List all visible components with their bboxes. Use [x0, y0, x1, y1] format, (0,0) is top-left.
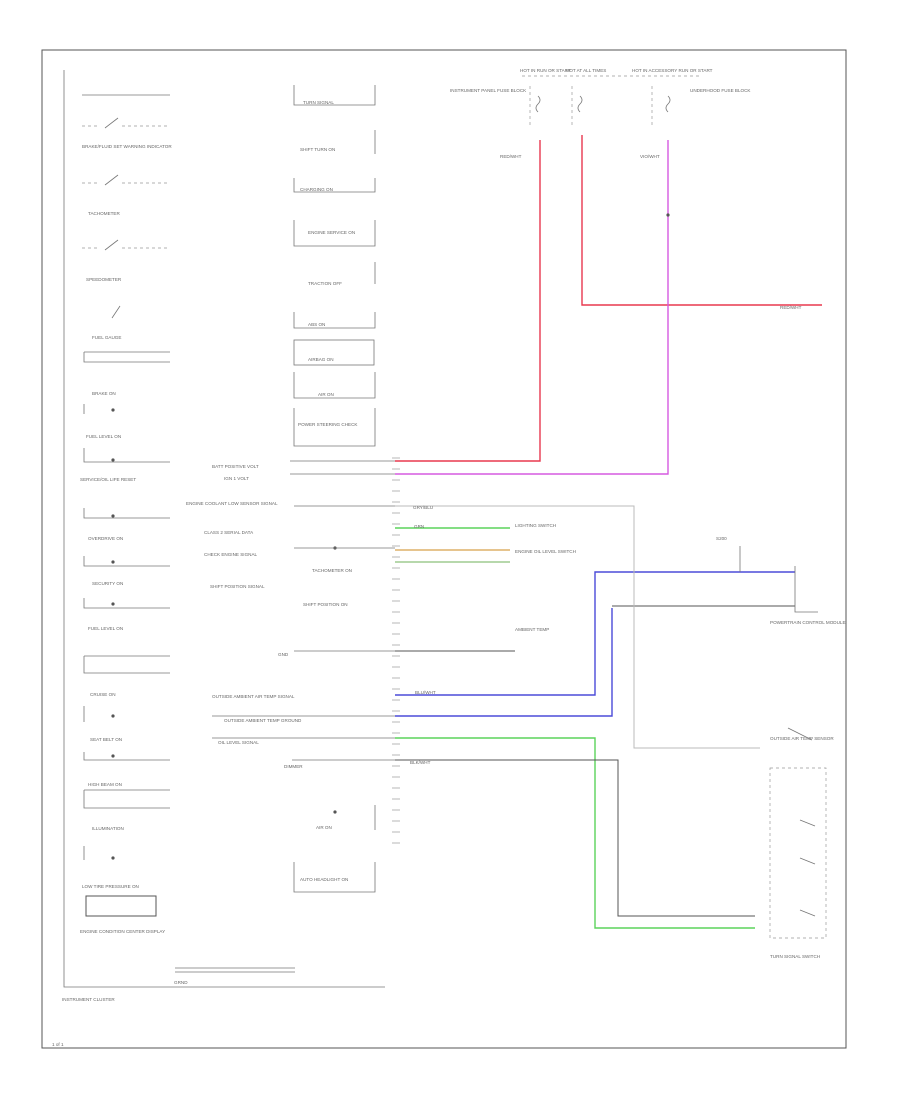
cluster-connector	[392, 457, 400, 844]
left-label-12: SEAT BELT ON	[90, 737, 122, 742]
center-label-4: ENGINE SERVICE ON	[308, 230, 355, 235]
wire-violet: VIO/WHT	[395, 140, 669, 475]
wire-gray: GRY/BLU	[395, 505, 760, 749]
left-label-7: SERVICE/OIL LIFE RESET	[80, 477, 136, 482]
left-label-6: FUEL LEVEL ON	[86, 434, 121, 439]
pin-label-7: GND	[278, 652, 289, 657]
cluster-title: INSTRUMENT CLUSTER	[62, 997, 115, 1002]
pin-label-8: OUTSIDE AMBIENT AIR TEMP SIGNAL	[212, 694, 295, 699]
center-label-8: AIR ON	[318, 392, 334, 397]
splice-label: S200	[716, 536, 727, 541]
pin-label-11: DIMMER	[284, 764, 303, 769]
fuse-right-title: HOT IN ACCESSORY RUN OR START	[632, 68, 713, 73]
cluster-outline	[63, 70, 385, 988]
left-label-10: FUEL LEVEL ON	[88, 626, 123, 631]
wire-red-label: RED/WHT	[500, 154, 522, 159]
center-label-6: ABS ON	[308, 322, 325, 327]
wire-red-label-2: RED/WHT	[780, 305, 802, 310]
center-label-13: AUTO HEADLIGHT ON	[300, 877, 348, 882]
fuse-right-name: UNDERHOOD FUSE BLOCK	[690, 88, 751, 93]
wire-red: RED/WHT RED/WHT	[395, 135, 822, 462]
ambient-label: AMBIENT TEMP	[515, 627, 549, 632]
pin-label-10: OIL LEVEL SIGNAL	[218, 740, 259, 745]
engine-oil-label: ENGINE OIL LEVEL SWITCH	[515, 549, 576, 554]
cluster-ground-label: GRND	[174, 980, 188, 985]
connector-right: POWERTRAIN CONTROL MODULE	[770, 620, 846, 625]
pin-label-3: ENGINE COOLANT LOW SENSOR SIGNAL	[186, 501, 278, 506]
wire-green-label: GRN	[414, 524, 424, 529]
left-label-16: ENGINE CONDITION CENTER DISPLAY	[80, 929, 165, 934]
center-label-2: SHIFT TURN ON	[300, 147, 335, 152]
wire-blue-label: BLU/WHT	[415, 690, 436, 695]
left-label-8: OVERDRIVE ON	[88, 536, 123, 541]
left-label-11: CRUISE ON	[90, 692, 116, 697]
left-label-1: BRAKE/FLUID SET WARNING INDICATOR	[82, 144, 172, 149]
left-label-3: SPEEDOMETER	[86, 277, 122, 282]
page-footer: 1 of 1	[52, 1042, 64, 1047]
fuse-mid-title: HOT AT ALL TIMES	[566, 68, 606, 73]
pin-label-6: SHIFT POSITION SIGNAL	[210, 584, 265, 589]
left-label-14: ILLUMINATION	[92, 826, 124, 831]
wire-green: GRN	[395, 524, 755, 929]
left-label-9: SECURITY ON	[92, 581, 123, 586]
wire-black: BLK/WHT	[395, 605, 795, 917]
diagram-frame	[41, 49, 847, 1049]
fuse-left-title: HOT IN RUN OR START	[520, 68, 571, 73]
wire-violet-label: VIO/WHT	[640, 154, 660, 159]
fuse-left-name: INSTRUMENT PANEL FUSE BLOCK	[450, 88, 527, 93]
center-label-10: TACHOMETER ON	[312, 568, 352, 573]
center-label-3: CHARGING ON	[300, 187, 333, 192]
wire-orange	[395, 549, 510, 563]
center-label-12: AIR ON	[316, 825, 332, 830]
center-label-1: TURN SIGNAL	[303, 100, 334, 105]
left-label-4: FUEL GAUGE	[92, 335, 121, 340]
wire-gray-label: GRY/BLU	[413, 505, 433, 510]
pin-label-2: IGN 1 VOLT	[224, 476, 249, 481]
wire-black-label: BLK/WHT	[410, 760, 431, 765]
left-indicator-column: BRAKE/FLUID SET WARNING INDICATOR TACHOM…	[80, 94, 172, 934]
center-indicator-column: TURN SIGNAL SHIFT TURN ON CHARGING ON EN…	[293, 85, 376, 893]
right-components: S200 POWERTRAIN CONTROL MODULE AMBIENT T…	[515, 523, 846, 959]
center-label-7: AIRBAG ON	[308, 357, 334, 362]
left-label-5: BRAKE ON	[92, 391, 116, 396]
left-label-15: LOW TIRE PRESSURE ON	[82, 884, 139, 889]
lighting-label: LIGHTING SWITCH	[515, 523, 556, 528]
pin-label-5: CHECK ENGINE SIGNAL	[204, 552, 258, 557]
center-label-11: SHIFT POSITION ON	[303, 602, 348, 607]
cluster-pin-labels: BATT POSITIVE VOLT IGN 1 VOLT ENGINE COO…	[186, 460, 395, 769]
switch-bottom: TURN SIGNAL SWITCH	[770, 954, 820, 959]
pin-label-4: CLASS 2 SERIAL DATA	[204, 530, 254, 535]
sensor-right: OUTSIDE AIR TEMP SENSOR	[770, 736, 834, 741]
wire-blue: BLU/WHT	[395, 571, 795, 717]
left-label-13: HIGH BEAM ON	[88, 782, 122, 787]
left-label-2: TACHOMETER	[88, 211, 120, 216]
fuse-block-top: INSTRUMENT PANEL FUSE BLOCK HOT IN RUN O…	[450, 68, 751, 217]
center-label-5: TRACTION OFF	[308, 281, 342, 286]
center-label-9: POWER STEERING CHECK	[298, 422, 358, 427]
pin-label-1: BATT POSITIVE VOLT	[212, 464, 259, 469]
pin-label-9: OUTSIDE AMBIENT TEMP GROUND	[224, 718, 302, 723]
